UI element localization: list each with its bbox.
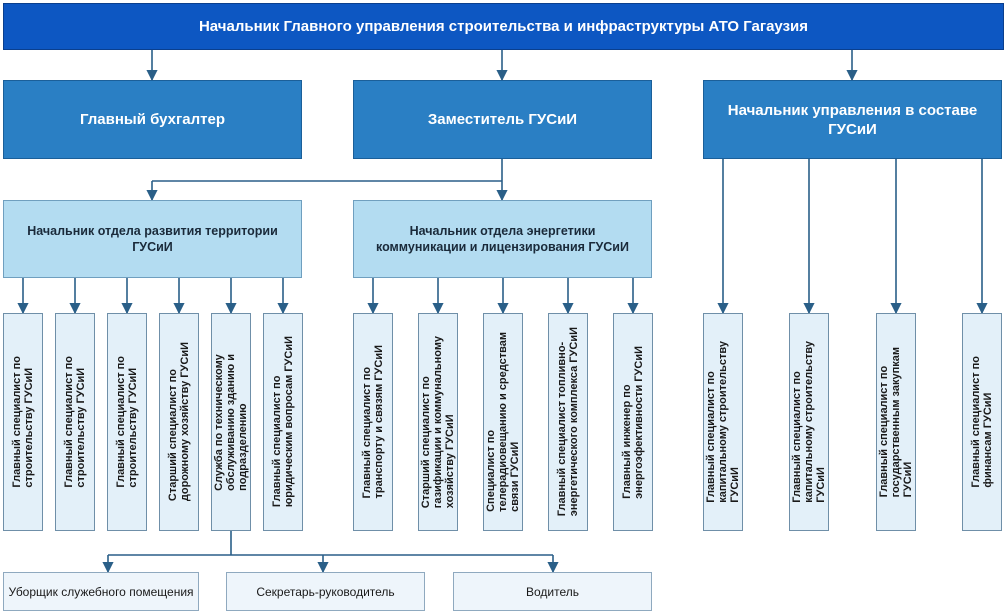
staff-box: Главный инженер по энергоэфективности ГУ… bbox=[613, 313, 653, 531]
staff-box: Служба по техническому обслуживанию здан… bbox=[211, 313, 251, 531]
staff-box: Главный специалист по юридическим вопрос… bbox=[263, 313, 303, 531]
head-box: Начальник Главного управления строительс… bbox=[3, 3, 1004, 50]
deputy-box: Заместитель ГУСиИ bbox=[353, 80, 652, 159]
accountant-label: Главный бухгалтер bbox=[79, 111, 225, 128]
staff-label: Главный инженер по энергоэфективности ГУ… bbox=[621, 345, 645, 499]
territory-dept-box: Начальник отдела развития территории ГУС… bbox=[3, 200, 302, 278]
staff-label: Главный специалист по финансам ГУСиИ bbox=[970, 356, 994, 488]
staff-box: Главный специалист по финансам ГУСиИ bbox=[962, 313, 1002, 531]
department-head-box: Начальник управления в составе ГУСиИ bbox=[703, 80, 1002, 159]
staff-label: Главный специалист по государственным за… bbox=[878, 346, 914, 498]
deputy-label: Заместитель ГУСиИ bbox=[427, 111, 578, 128]
staff-box: Специалист по телерадиовещанию и средств… bbox=[483, 313, 523, 531]
driver-box: Водитель bbox=[453, 572, 652, 611]
department-head-label: Начальник управления в составе ГУСиИ bbox=[727, 101, 978, 138]
staff-label: Главный специалист топливно- энергетичес… bbox=[556, 327, 580, 517]
staff-label: Старший специалист по дорожному хозяйств… bbox=[167, 342, 191, 502]
staff-box: Главный специалист по строительству ГУСи… bbox=[107, 313, 147, 531]
cleaner-label: Уборщик служебного помещения bbox=[8, 584, 194, 599]
staff-box: Старший специалист по дорожному хозяйств… bbox=[159, 313, 199, 531]
staff-label: Специалист по телерадиовещанию и средств… bbox=[485, 332, 521, 512]
accountant-box: Главный бухгалтер bbox=[3, 80, 302, 159]
staff-label: Главный специалист по строительству ГУСи… bbox=[63, 356, 87, 488]
staff-box: Главный специалист по транспорту и связя… bbox=[353, 313, 393, 531]
secretary-label: Секретарь-руководитель bbox=[256, 584, 395, 599]
staff-label: Главный специалист по транспорту и связя… bbox=[361, 345, 385, 499]
staff-box: Главный специалист по капитальному строи… bbox=[703, 313, 743, 531]
staff-label: Старший специалист по газификации и комм… bbox=[420, 335, 456, 509]
staff-box: Главный специалист по строительству ГУСи… bbox=[3, 313, 43, 531]
staff-label: Главный специалист по строительству ГУСи… bbox=[11, 356, 35, 488]
staff-box: Главный специалист по капитальному строи… bbox=[789, 313, 829, 531]
staff-label: Служба по техническому обслуживанию здан… bbox=[213, 353, 249, 491]
energy-dept-label: Начальник отдела энергетики коммуникации… bbox=[376, 224, 629, 254]
staff-box: Главный специалист топливно- энергетичес… bbox=[548, 313, 588, 531]
staff-box: Главный специалист по строительству ГУСи… bbox=[55, 313, 95, 531]
driver-label: Водитель bbox=[525, 584, 579, 599]
staff-label: Главный специалист по капитальному строи… bbox=[791, 341, 827, 503]
head-title: Начальник Главного управления строительс… bbox=[198, 18, 809, 35]
cleaner-box: Уборщик служебного помещения bbox=[3, 572, 199, 611]
staff-box: Старший специалист по газификации и комм… bbox=[418, 313, 458, 531]
staff-label: Главный специалист по юридическим вопрос… bbox=[271, 336, 295, 508]
territory-dept-label: Начальник отдела развития территории ГУС… bbox=[27, 224, 278, 254]
energy-dept-box: Начальник отдела энергетики коммуникации… bbox=[353, 200, 652, 278]
staff-label: Главный специалист по строительству ГУСи… bbox=[115, 356, 139, 488]
staff-box: Главный специалист по государственным за… bbox=[876, 313, 916, 531]
staff-label: Главный специалист по капитальному строи… bbox=[705, 341, 741, 503]
secretary-box: Секретарь-руководитель bbox=[226, 572, 425, 611]
